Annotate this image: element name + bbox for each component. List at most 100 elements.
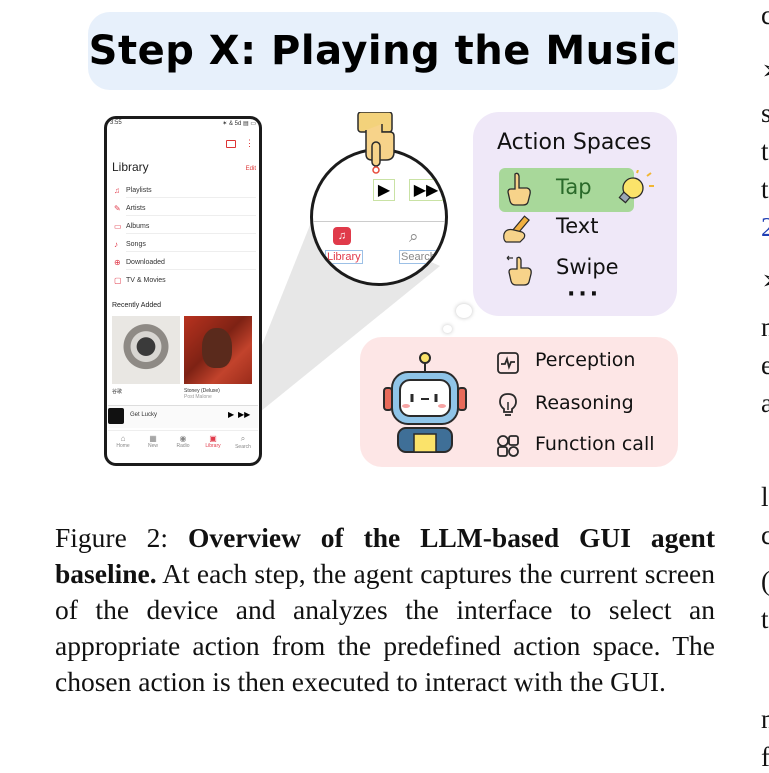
caption-label: Figure 2:: [55, 522, 169, 553]
robot-icon: [383, 352, 467, 453]
library-item-playlists[interactable]: ♫ Playlists: [114, 186, 152, 195]
search-icon: ⌕: [240, 434, 246, 443]
zoomed-library-tab[interactable]: Library: [325, 250, 363, 264]
edit-link[interactable]: Edit: [245, 166, 256, 172]
pencil-hand-icon: [503, 215, 530, 243]
action-spaces-panel: [473, 112, 677, 316]
library-item-label: Songs: [126, 241, 146, 248]
right-column-fragment: f: [761, 742, 769, 772]
more-icon[interactable]: ⋮: [245, 138, 254, 148]
albums-icon: ▭: [114, 222, 122, 231]
reasoning-icon: [499, 393, 517, 416]
zoomed-play-icon[interactable]: ▶: [373, 179, 395, 201]
artists-icon: ✎: [114, 204, 121, 213]
library-item-downloaded[interactable]: ⊕ Downloaded: [114, 258, 165, 267]
function-call-icon: [497, 435, 519, 457]
tab-label: New: [147, 443, 158, 449]
cast-icon[interactable]: [226, 140, 236, 148]
recently-added-heading: Recently Added: [112, 302, 162, 309]
right-column-fragment: l: [761, 482, 769, 512]
zoomed-search-icon: ⌕: [409, 227, 419, 246]
figure-title-banner: Step X: Playing the Music: [88, 12, 678, 90]
tab-bar: [108, 430, 258, 459]
album-2-caption: Stoney (Deluxe) Post Malone: [184, 388, 220, 400]
album-1-caption: 谷歌: [112, 389, 123, 395]
tab-home[interactable]: ⌂ Home: [112, 434, 134, 449]
right-column-fragment: n: [761, 704, 769, 734]
grid-icon: ▦: [149, 434, 157, 443]
divider: [126, 251, 256, 252]
library-item-label: TV & Movies: [126, 277, 166, 284]
library-icon: ▣: [209, 434, 217, 443]
album-2-name: Stoney (Deluxe): [184, 388, 220, 394]
divider: [126, 215, 256, 216]
action-spaces-title: Action Spaces: [497, 130, 652, 155]
tab-label: Home: [116, 443, 130, 449]
album-2-artist: Post Malone: [184, 394, 212, 400]
library-item-label: Playlists: [126, 187, 152, 194]
figure-title: Step X: Playing the Music: [88, 28, 678, 74]
action-tap: Tap: [556, 175, 592, 199]
right-column-fragment: s: [761, 98, 769, 128]
songs-icon: ♪: [114, 240, 118, 249]
zoomed-fast-forward-icon[interactable]: ▶▶: [409, 179, 443, 201]
swipe-hand-icon: [506, 255, 532, 286]
right-column-fragment: c: [761, 0, 769, 30]
right-column-fragment: a: [761, 388, 769, 418]
tab-search[interactable]: ⌕ Search: [232, 434, 254, 450]
zoomed-library-icon: ♫: [333, 227, 351, 245]
more-actions-ellipsis: ···: [567, 282, 602, 307]
tab-library[interactable]: ▣ Library: [202, 434, 224, 449]
right-column-fragment: e: [761, 350, 769, 380]
tab-label: Library: [205, 443, 221, 449]
right-column-fragment: t: [761, 604, 769, 634]
action-swipe: Swipe: [556, 255, 619, 279]
right-column-fragment: n: [761, 312, 769, 342]
mini-player[interactable]: [108, 405, 258, 428]
status-time: 3:55: [110, 120, 122, 126]
tab-new[interactable]: ▦ New: [142, 434, 164, 449]
divider: [126, 233, 256, 234]
library-item-songs[interactable]: ♪ Songs: [114, 240, 146, 249]
tab-label: Radio: [176, 443, 190, 449]
mini-player-artwork: [108, 408, 124, 424]
right-column-fragment: t: [761, 136, 769, 166]
library-item-label: Downloaded: [126, 259, 165, 266]
perception-icon: [497, 352, 519, 374]
right-column-fragment: t: [761, 174, 769, 204]
right-column-fragment: ➢: [761, 265, 769, 296]
library-item-label: Albums: [126, 223, 150, 230]
capability-reasoning: Reasoning: [535, 392, 634, 414]
right-column-fragment: c: [761, 520, 769, 550]
album-cover-2-figure: [202, 328, 232, 368]
zoomed-search-tab[interactable]: Search: [399, 250, 438, 264]
thought-bubble: [443, 325, 452, 333]
tab-radio[interactable]: ◉ Radio: [172, 434, 194, 449]
radio-icon: ◉: [179, 434, 187, 443]
divider: [126, 197, 256, 198]
right-column-fragment: ➢: [761, 55, 769, 86]
downloaded-icon: ⊕: [114, 258, 121, 267]
tab-label: Search: [235, 444, 251, 450]
play-icon[interactable]: ▶: [228, 410, 235, 419]
now-playing-title: Get Lucky: [130, 412, 158, 418]
status-icons: ✶ & 5d ▤ ▭: [222, 121, 256, 127]
library-item-artists[interactable]: ✎ Artists: [114, 204, 145, 213]
figure-caption: Figure 2: Overview of the LLM-based GUI …: [55, 520, 715, 700]
divider: [126, 269, 256, 270]
right-column-fragment: (: [761, 566, 769, 597]
library-heading: Library: [112, 160, 149, 174]
tap-hand-icon: [507, 172, 531, 206]
thought-bubble: [456, 304, 472, 318]
capability-function-call: Function call: [535, 433, 655, 455]
album-cover-1[interactable]: [112, 316, 180, 384]
library-item-tv-movies[interactable]: ▢ TV & Movies: [114, 276, 166, 285]
lightbulb-icon: [618, 170, 654, 204]
capability-perception: Perception: [535, 349, 636, 371]
tv-icon: ▢: [114, 276, 122, 285]
library-item-label: Artists: [126, 205, 146, 212]
fast-forward-icon[interactable]: ▶▶: [238, 410, 251, 419]
right-column-fragment: 2: [761, 212, 769, 242]
library-item-albums[interactable]: ▭ Albums: [114, 222, 149, 231]
phone-content: 3:55 ✶ & 5d ▤ ▭ ⋮ Library Edit ♫ Playlis…: [104, 116, 262, 466]
